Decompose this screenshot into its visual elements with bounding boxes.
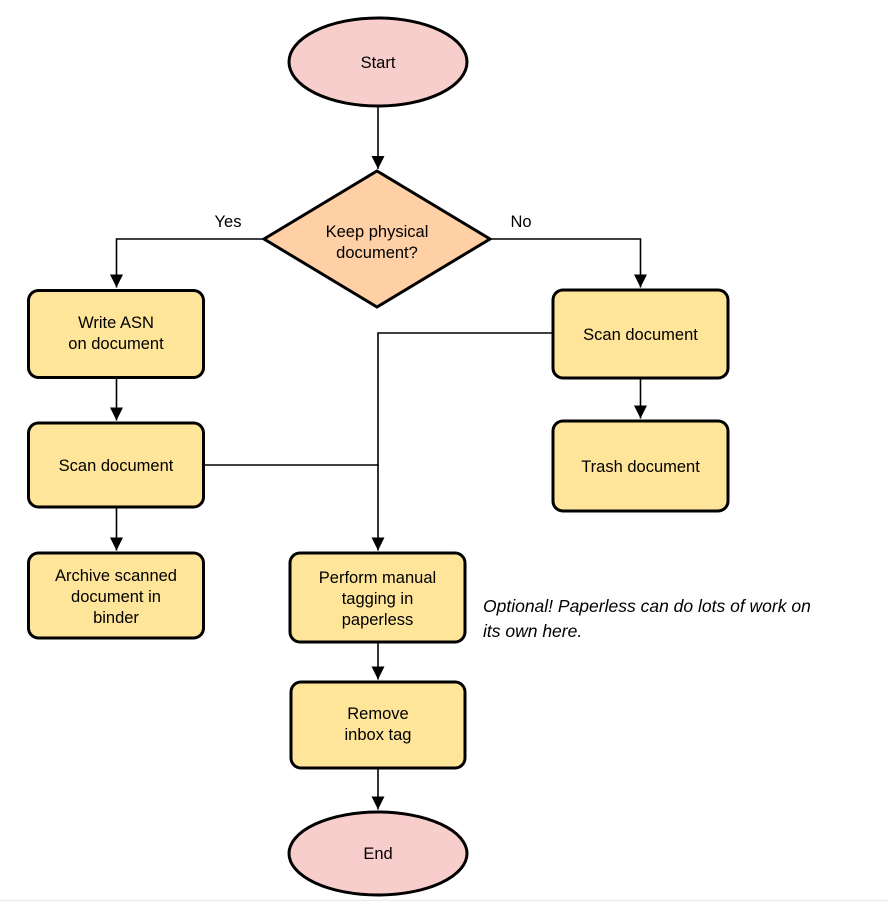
start-node <box>287 16 469 108</box>
edge-scanright-to-tagging <box>371 332 553 551</box>
annotation-optional-line2: its own here. <box>483 621 582 641</box>
annotation-optional-line1: Optional! Paperless can do lots of work … <box>483 596 811 616</box>
process-node-scan-document-left <box>27 421 205 509</box>
archive-label-line3: binder <box>93 609 139 627</box>
edge-label-no: No <box>510 213 531 231</box>
process-node-archive-binder <box>27 551 205 640</box>
process-node-scan-document-right <box>551 288 730 380</box>
trash-document-label: Trash document <box>581 458 700 476</box>
remove-inbox-label-line2: inbox tag <box>345 726 412 744</box>
decision-node-label-line2: document? <box>336 244 418 262</box>
edge-yes-branch <box>110 238 265 288</box>
process-node-write-asn <box>27 289 205 379</box>
archive-label-line1: Archive scanned <box>55 567 177 585</box>
archive-label-line2: document in <box>71 588 161 606</box>
end-node <box>287 810 469 897</box>
edge-label-yes: Yes <box>215 213 242 231</box>
decision-node-label-line1: Keep physical <box>326 223 429 241</box>
start-node-label: Start <box>361 54 396 72</box>
scan-document-left-label: Scan document <box>59 457 174 475</box>
decision-node-keep-physical <box>261 169 493 309</box>
manual-tagging-label-line3: paperless <box>342 611 414 629</box>
remove-inbox-label-line1: Remove <box>347 705 408 723</box>
manual-tagging-label-line1: Perform manual <box>319 569 436 587</box>
write-asn-label-line1: Write ASN <box>78 314 154 332</box>
write-asn-label-line2: on document <box>68 335 164 353</box>
edge-no-branch <box>489 238 647 288</box>
process-node-trash-document <box>551 419 730 513</box>
process-node-remove-inbox-tag <box>289 680 467 770</box>
process-node-manual-tagging <box>288 551 467 644</box>
end-node-label: End <box>363 845 392 863</box>
manual-tagging-label-line2: tagging in <box>342 590 414 608</box>
scan-document-right-label: Scan document <box>583 326 698 344</box>
